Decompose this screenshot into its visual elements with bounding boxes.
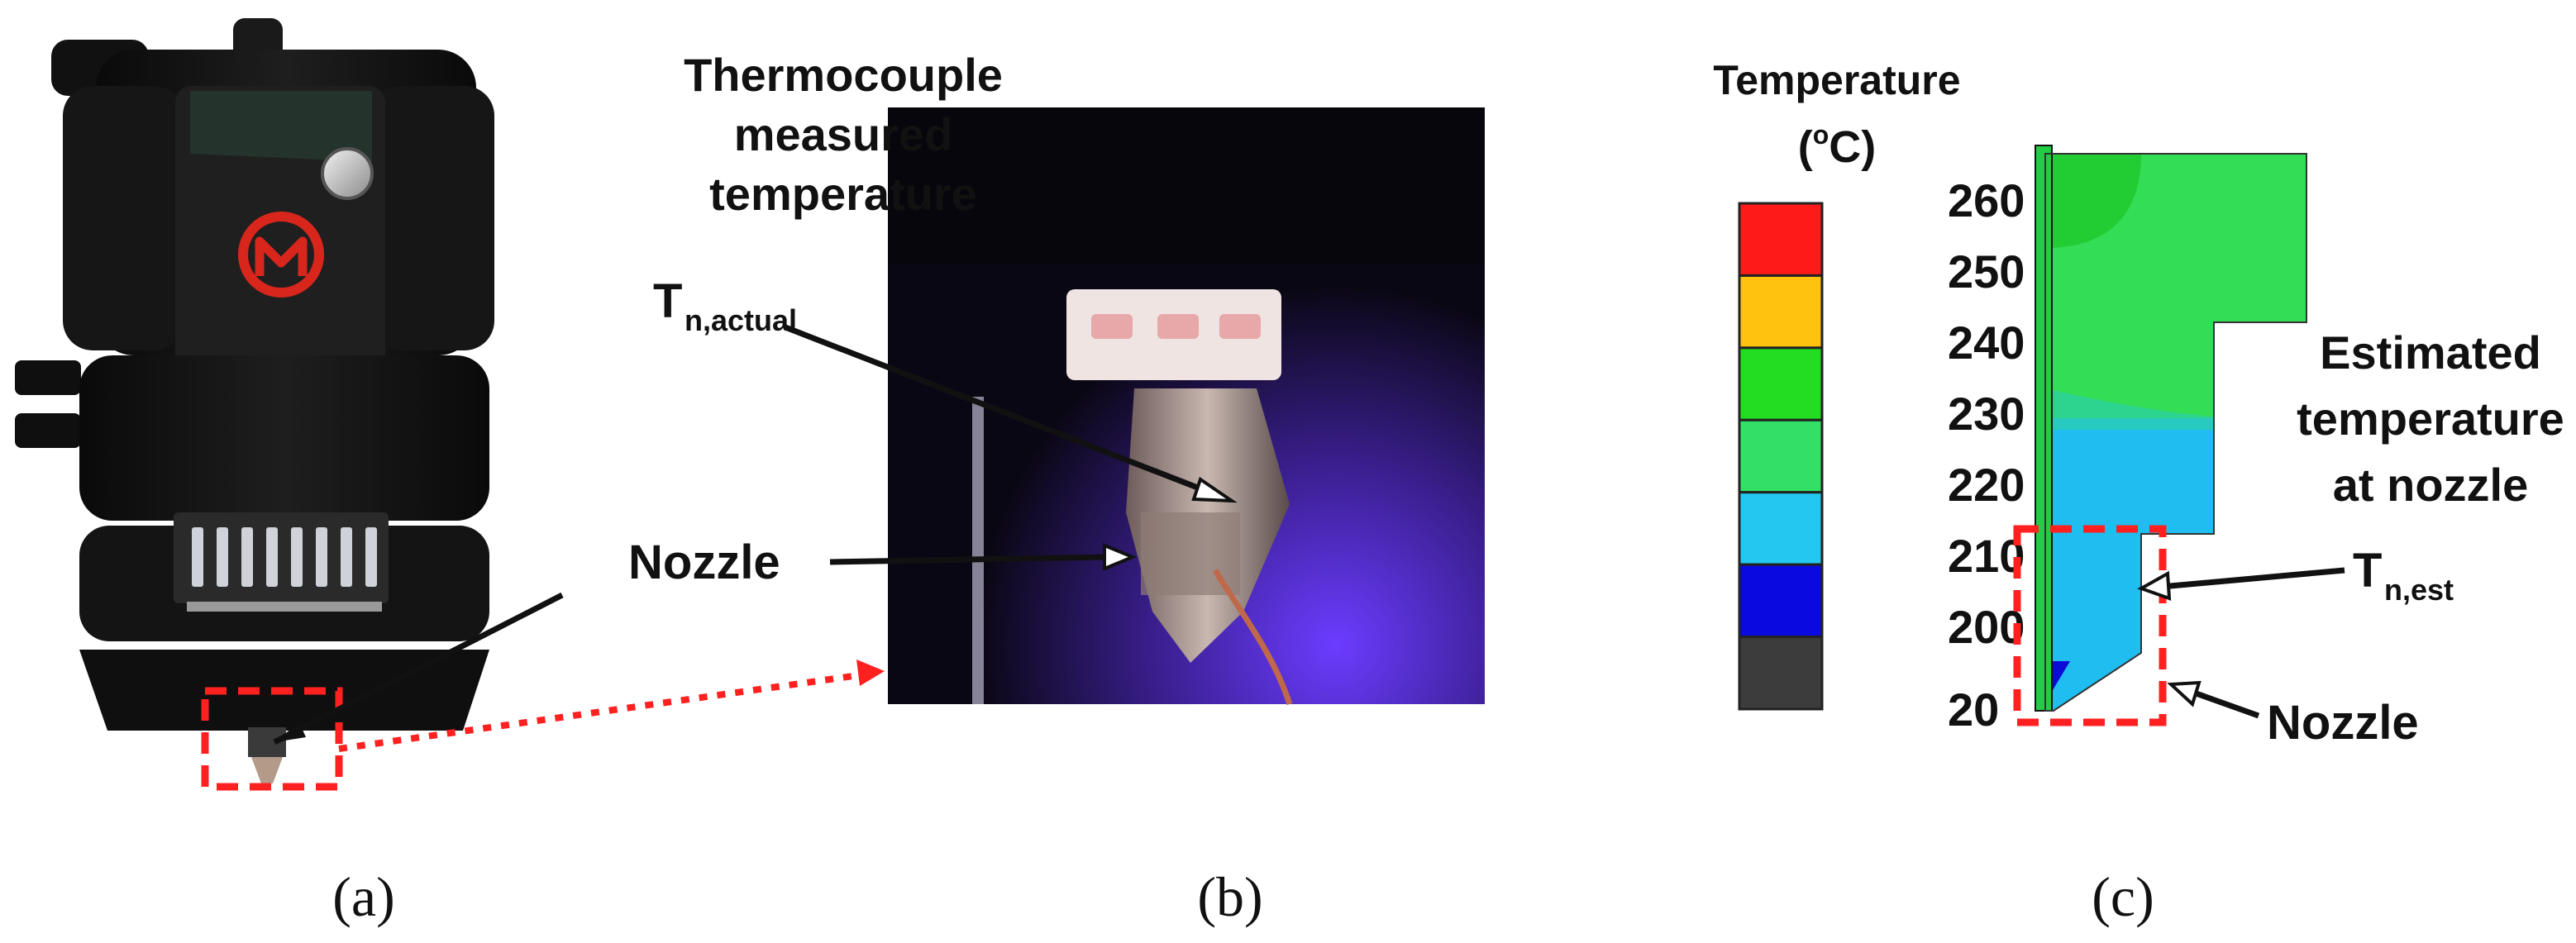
nozzle-label-c: Nozzle xyxy=(2267,696,2419,750)
tn-actual-label: T n,actual xyxy=(653,274,797,337)
svg-text:250: 250 xyxy=(1948,245,2025,298)
caption-a: (a) xyxy=(332,865,394,928)
panel-c: Temperature (oC) 260 250 240 230 220 210… xyxy=(1713,57,2564,928)
color-scale-segment xyxy=(1738,202,1824,277)
color-scale-segment xyxy=(1738,346,1824,421)
svg-text:temperature: temperature xyxy=(2297,393,2564,445)
legend-title: Temperature xyxy=(1713,57,1960,103)
caption-c: (c) xyxy=(2092,865,2154,928)
color-scale-segment xyxy=(1738,274,1824,350)
svg-text:measured: measured xyxy=(734,108,953,160)
nozzle-photo xyxy=(888,107,1485,706)
svg-text:T: T xyxy=(2353,544,2382,598)
thermocouple-arrow xyxy=(784,324,1212,496)
panel-b: Thermocouple measured temperature T n,ac… xyxy=(628,49,1485,928)
legend-unit: (oC) xyxy=(1798,120,1877,172)
tn-est-label: T n,est xyxy=(2353,544,2454,607)
svg-text:210: 210 xyxy=(1948,530,2025,582)
color-scale-segment xyxy=(1738,636,1824,711)
color-scale-segment xyxy=(1738,491,1824,566)
svg-text:220: 220 xyxy=(1948,459,2025,511)
panel-a: (a) xyxy=(15,18,885,928)
nozzle-label-b: Nozzle xyxy=(628,536,780,589)
fea-contour-model xyxy=(2035,145,2307,712)
svg-text:200: 200 xyxy=(1948,601,2025,653)
svg-text:n,actual: n,actual xyxy=(685,303,797,337)
svg-text:temperature: temperature xyxy=(709,168,977,220)
svg-text:20: 20 xyxy=(1948,683,1999,736)
color-scale-segment xyxy=(1738,563,1824,639)
nozzle-highlight-box-a xyxy=(201,687,343,791)
nozzle-arrow-a xyxy=(273,592,564,745)
svg-text:Thermocouple: Thermocouple xyxy=(684,49,1003,101)
svg-text:at nozzle: at nozzle xyxy=(2333,459,2528,511)
extruder-photo xyxy=(15,18,494,783)
thermocouple-label: Thermocouple measured temperature xyxy=(684,49,1003,220)
color-scale-bar xyxy=(1738,202,1824,711)
svg-text:230: 230 xyxy=(1948,388,2025,440)
color-scale-ticks: 260 250 240 230 220 210 200 20 xyxy=(1948,174,2025,736)
svg-text:260: 260 xyxy=(1948,174,2025,226)
zoom-connector-arrowhead xyxy=(856,660,885,686)
nozzle-arrow-c xyxy=(2187,688,2260,719)
estimated-arrow xyxy=(2160,567,2345,590)
color-scale-segment xyxy=(1738,418,1824,494)
nozzle-highlight-box-c xyxy=(2013,525,2167,726)
caption-b: (b) xyxy=(1197,865,1262,928)
zoom-connector-line xyxy=(338,671,866,752)
nozzle-arrow-b xyxy=(829,554,1109,565)
svg-text:n,est: n,est xyxy=(2384,573,2454,607)
estimated-label: Estimated temperature at nozzle xyxy=(2297,326,2564,511)
svg-text:T: T xyxy=(653,274,682,328)
svg-text:240: 240 xyxy=(1948,317,2025,369)
svg-text:Estimated: Estimated xyxy=(2320,326,2541,379)
